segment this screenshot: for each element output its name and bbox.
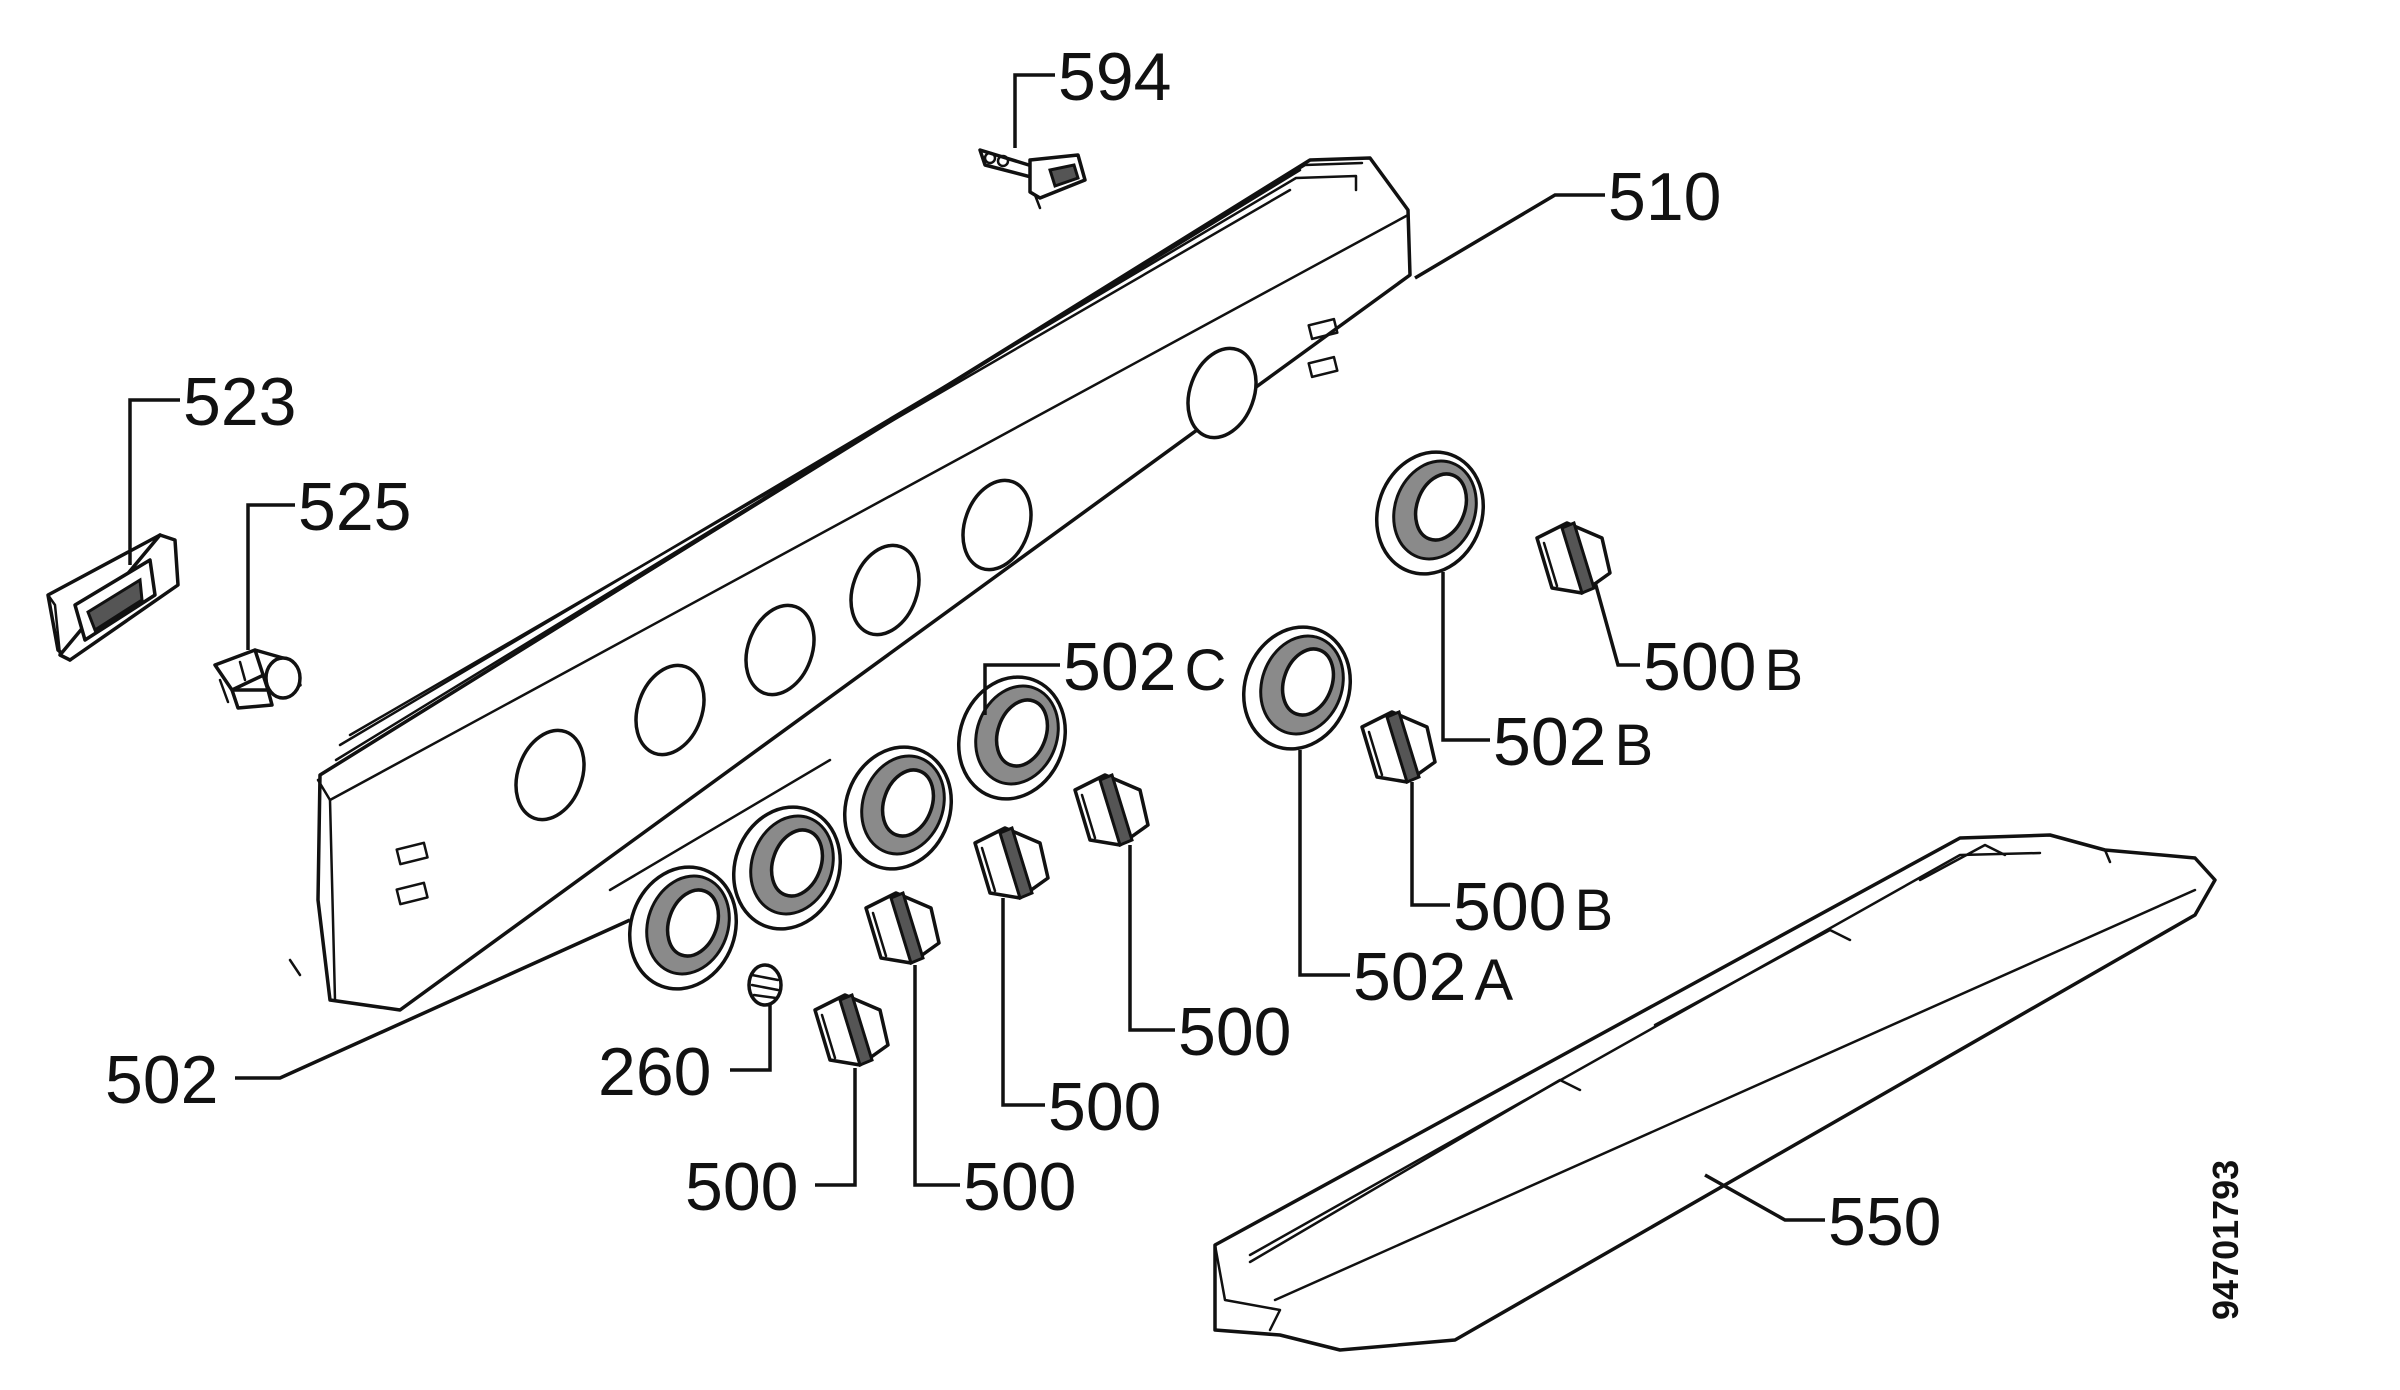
control-knob: [813, 520, 1612, 1068]
trim-part-550: [1213, 833, 2217, 1352]
leader-lines: [128, 73, 1825, 1222]
document-number: 94701793: [2205, 1160, 2246, 1320]
panel-slot: [395, 317, 1339, 906]
control-panel-510: [288, 156, 1412, 1012]
lamp-part-525: [213, 648, 302, 710]
switch-part-523: [46, 533, 180, 662]
callout-523: 523: [183, 364, 296, 440]
spring-part-260: [747, 963, 783, 1007]
callout-502: 502: [105, 1042, 218, 1118]
callout-550: 550: [1828, 1184, 1941, 1260]
callout-260: 260: [598, 1034, 711, 1110]
callout-594: 594: [1058, 39, 1171, 115]
panel-knob-hole: [514, 346, 1258, 822]
callout-500-right: 500: [1178, 994, 1291, 1070]
callout-525: 525: [298, 469, 411, 545]
bezel-ring: [627, 450, 1486, 991]
callout-510: 510: [1608, 159, 1721, 235]
clip-part-594: [978, 148, 1087, 210]
callout-500-middle: 500: [1048, 1069, 1161, 1145]
callout-500-left: 500: [685, 1149, 798, 1225]
callout-500-center: 500: [963, 1149, 1076, 1225]
